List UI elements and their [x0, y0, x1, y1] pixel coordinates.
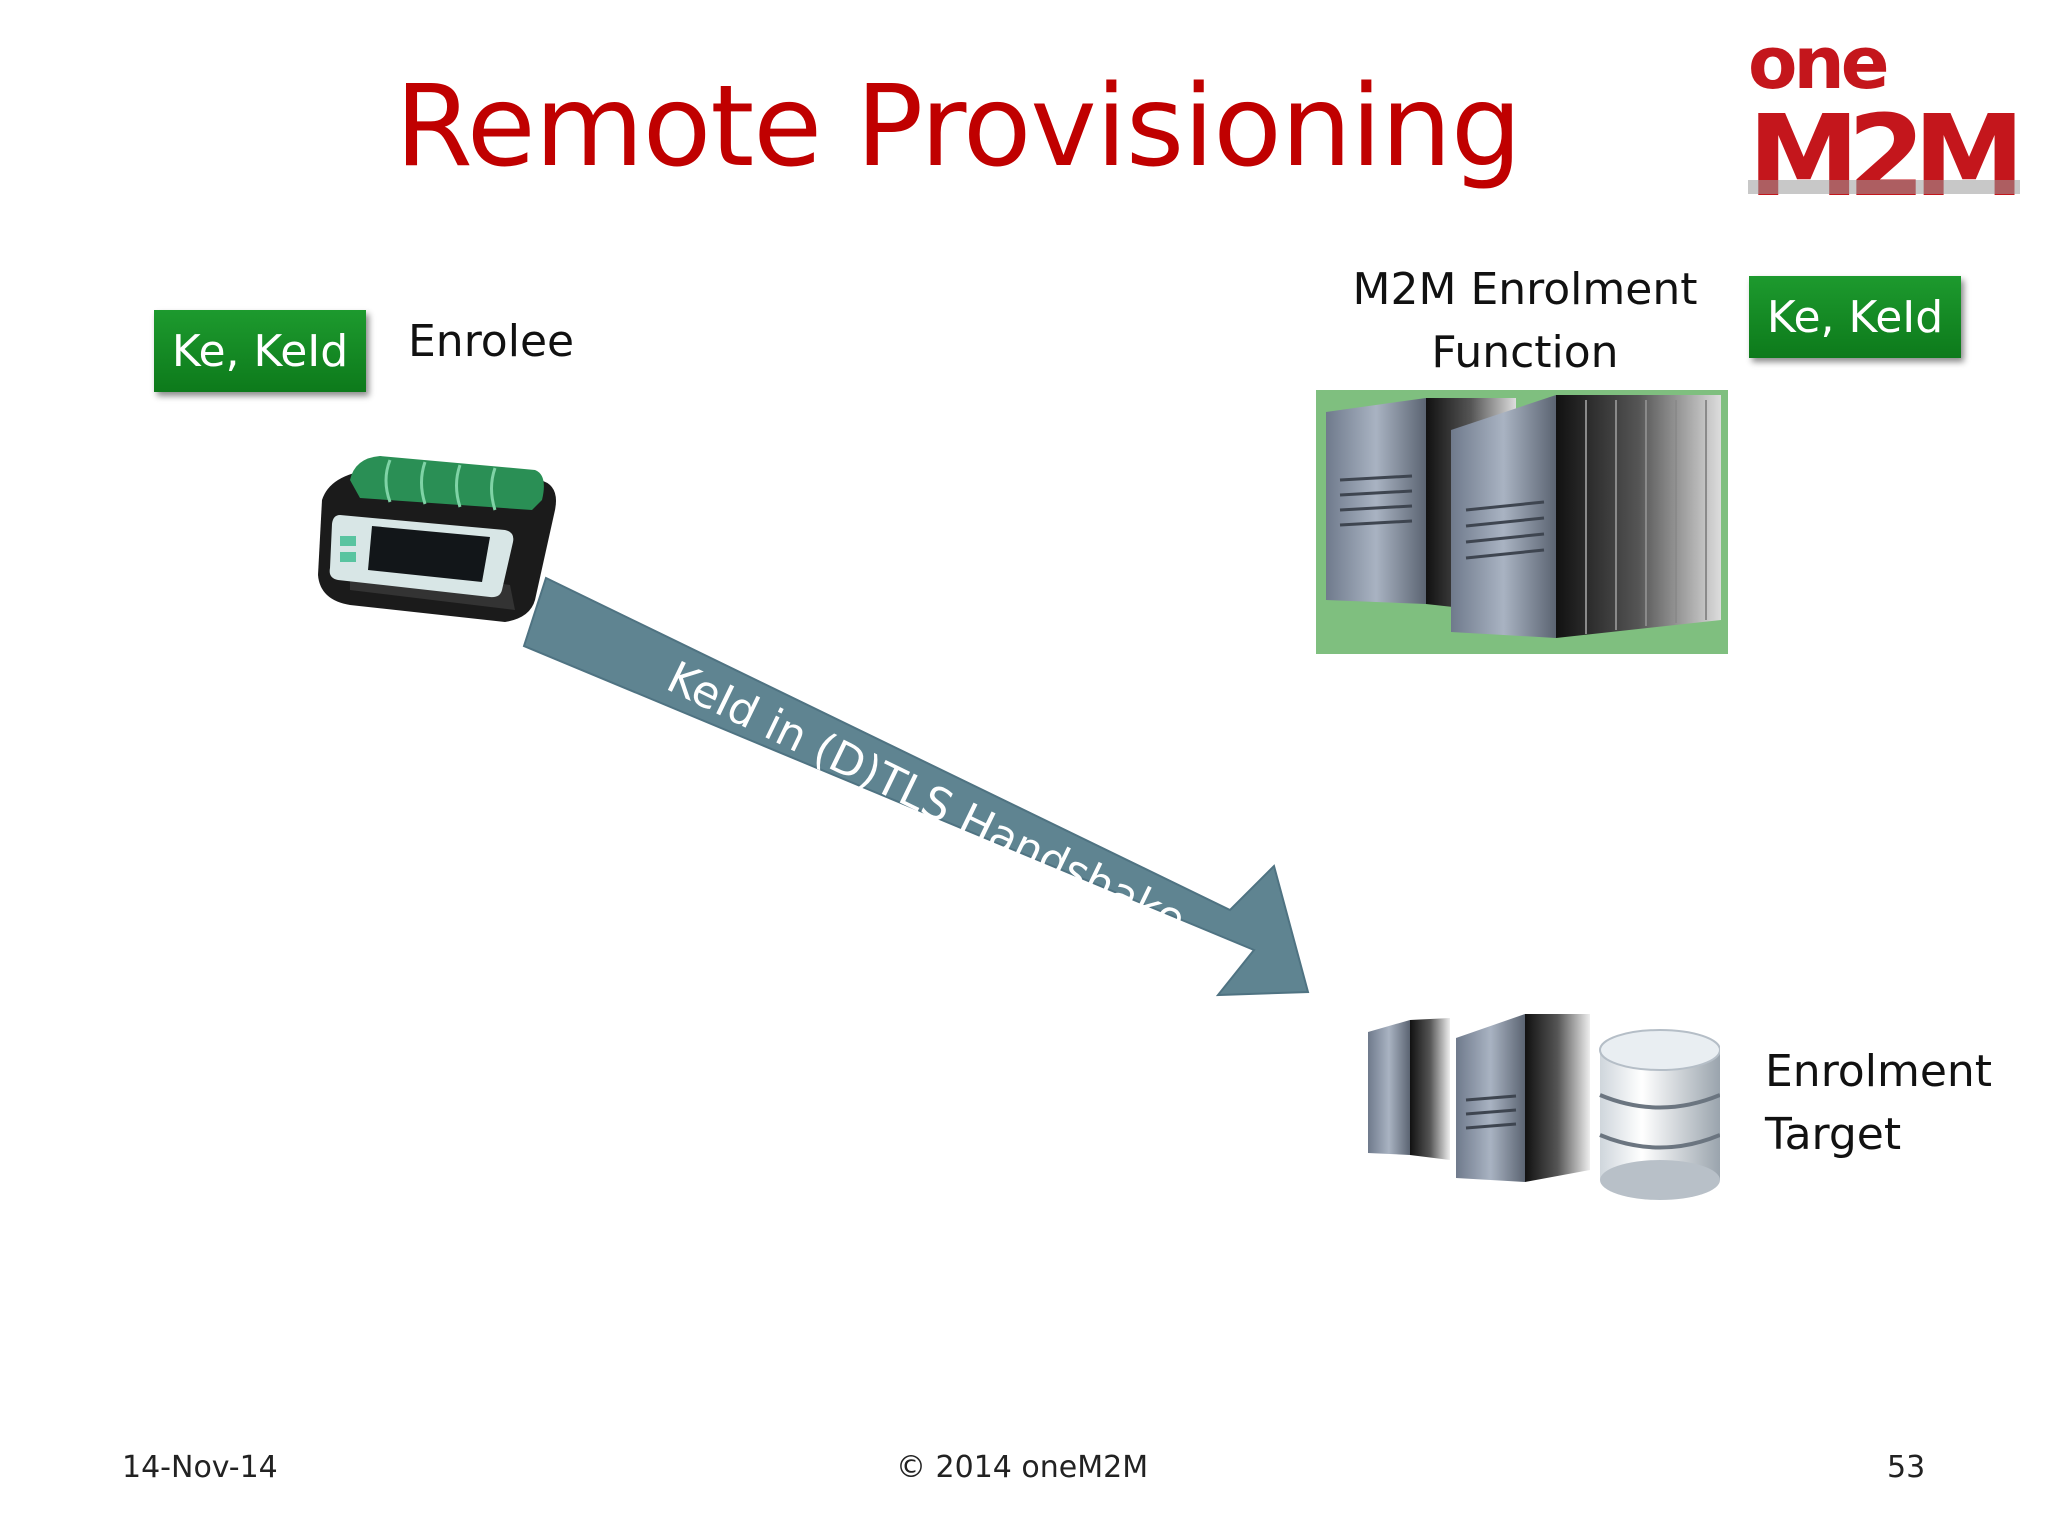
onem2m-logo: one M2M [1748, 28, 2023, 200]
footer-copyright: © 2014 oneM2M [896, 1450, 1149, 1485]
arrow-label: KeId in (D)TLS Handshake [659, 652, 1193, 946]
enrolee-key-box: Ke, KeId [154, 310, 366, 392]
enrolee-label: Enrolee [408, 316, 575, 367]
logo-text-one: one [1748, 28, 1887, 105]
enrolment-target-label: Enrolment Target [1765, 1040, 1992, 1166]
enrolment-target-label-line2: Target [1765, 1109, 1902, 1160]
enrolment-function-label-line1: M2M Enrolment [1352, 264, 1698, 315]
slide-title: Remote Provisioning [395, 62, 1522, 192]
enrolment-function-label-line2: Function [1431, 327, 1619, 378]
enrolment-target-icon [1368, 1014, 1720, 1200]
enrolment-function-key-box: Ke, KeId [1749, 276, 1961, 358]
server-rack-icon [1368, 1014, 1590, 1182]
footer-page-number: 53 [1887, 1450, 1926, 1485]
enrolment-target-label-line1: Enrolment [1765, 1046, 1993, 1097]
footer-date: 14-Nov-14 [122, 1450, 278, 1485]
database-icon [1599, 1029, 1720, 1200]
server-rack-icon [1316, 390, 1728, 654]
enrolment-function-label: M2M Enrolment Function [1340, 258, 1710, 384]
device-icon [318, 456, 556, 622]
